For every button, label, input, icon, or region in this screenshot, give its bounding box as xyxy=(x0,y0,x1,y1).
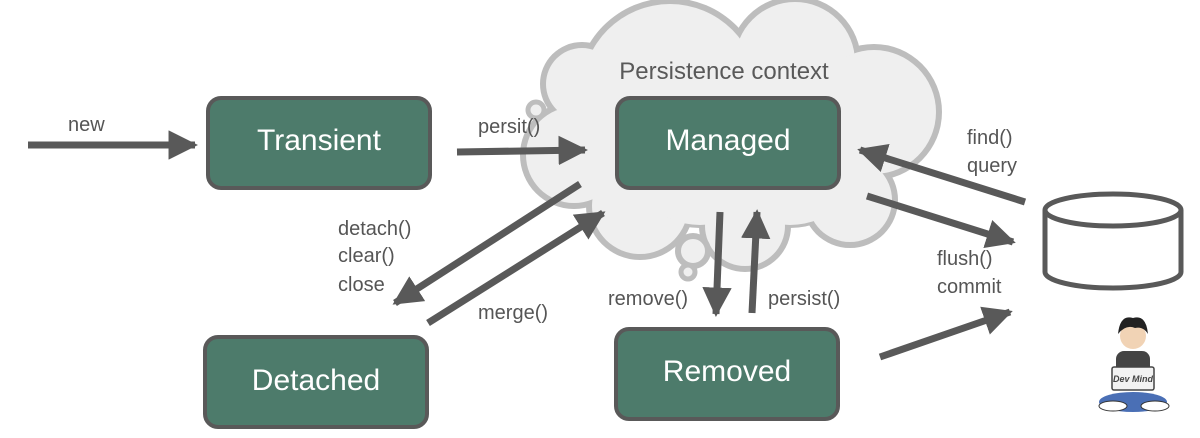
label-detach: detach() xyxy=(338,218,411,240)
state-removed-label: Removed xyxy=(663,355,791,388)
mascot-laptop-text: Dev Mind xyxy=(1113,374,1154,384)
arrow-merge xyxy=(426,210,606,326)
label-query: query xyxy=(967,155,1017,177)
state-managed: Managed xyxy=(615,96,841,190)
arrow-persit xyxy=(456,135,588,166)
state-removed: Removed xyxy=(614,327,840,421)
label-flush: flush() xyxy=(937,248,993,270)
arrow-flush-managed xyxy=(865,192,1016,249)
label-remove: remove() xyxy=(608,288,688,310)
label-persit: persit() xyxy=(478,116,540,138)
arrow-flush-removed xyxy=(878,306,1013,361)
label-persist: persist() xyxy=(768,288,840,310)
database-icon xyxy=(1042,191,1184,291)
state-detached-label: Detached xyxy=(252,364,380,397)
persistence-context-title: Persistence context xyxy=(619,58,829,85)
label-new: new xyxy=(68,114,105,136)
arrow-persist xyxy=(741,209,771,314)
label-find: find() xyxy=(967,127,1013,149)
state-managed-label: Managed xyxy=(665,124,790,157)
arrow-remove xyxy=(702,211,732,317)
label-close: close xyxy=(338,274,385,296)
state-transient: Transient xyxy=(206,96,432,190)
state-detached: Detached xyxy=(203,335,429,429)
label-clear: clear() xyxy=(338,245,395,267)
arrow-find xyxy=(857,143,1027,206)
arrow-detach xyxy=(392,181,582,306)
label-commit: commit xyxy=(937,276,1002,298)
label-merge: merge() xyxy=(478,302,548,324)
state-transient-label: Transient xyxy=(257,124,382,157)
dev-mind-mascot-icon: Dev Mind xyxy=(1098,317,1170,412)
